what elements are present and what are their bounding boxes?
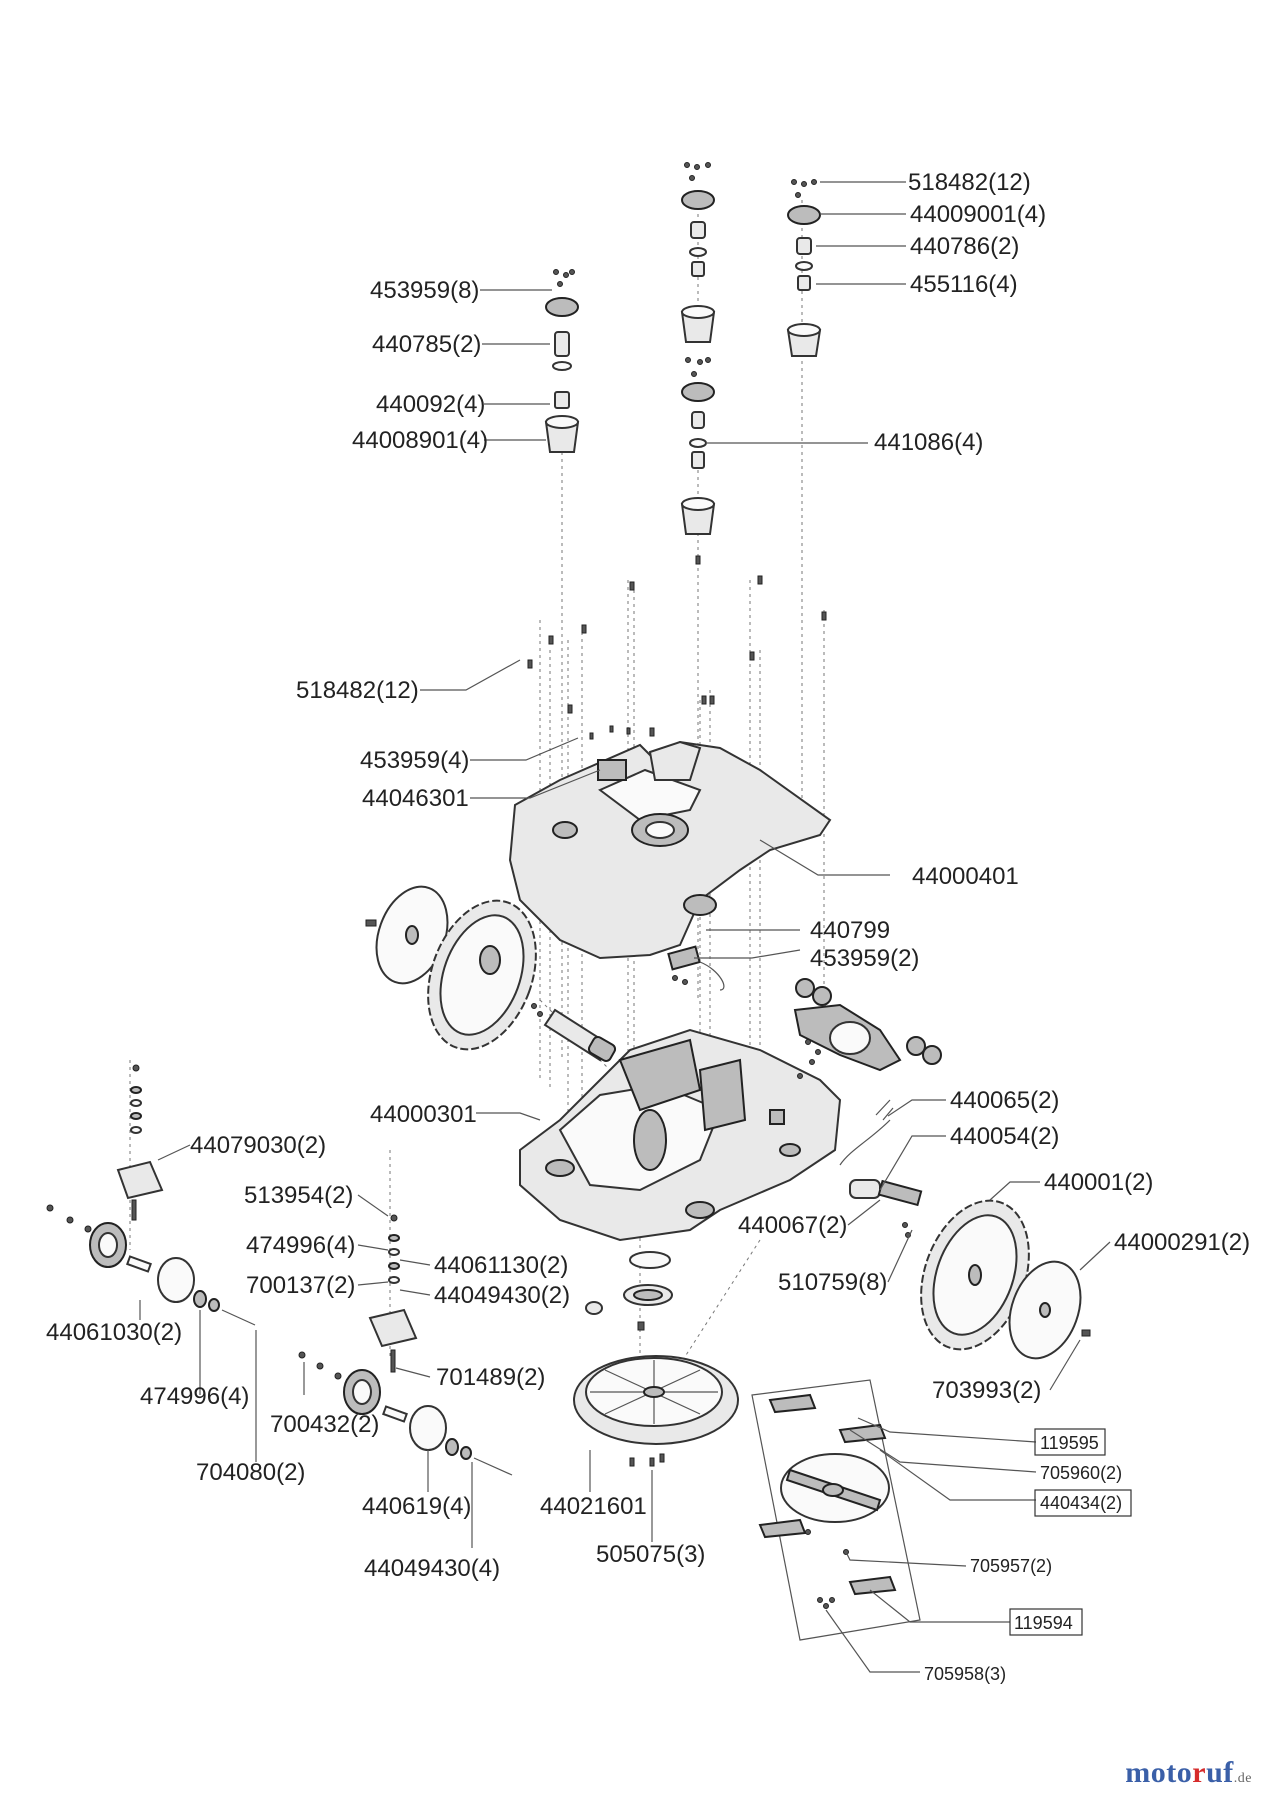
label-44049430-4: 44049430(4) <box>364 1555 500 1582</box>
boxed-part-frames <box>1009 1428 1132 1636</box>
label-44061030: 44061030(2) <box>46 1319 182 1346</box>
drive-motor-right <box>839 1099 923 1238</box>
label-440001: 440001(2) <box>1044 1169 1153 1196</box>
label-440067: 440067(2) <box>738 1212 847 1239</box>
cover-screws <box>527 555 827 740</box>
label-440434: 440434(2) <box>1040 1493 1122 1513</box>
label-44061130: 44061130(2) <box>434 1252 568 1279</box>
label-700432: 700432(2) <box>270 1411 379 1438</box>
label-705958: 705958(3) <box>924 1664 1006 1684</box>
front-caster-right <box>298 1214 513 1476</box>
leader-lines <box>139 181 1111 1673</box>
label-119594: 119594 <box>1014 1613 1073 1633</box>
drive-wheel-left <box>365 885 617 1062</box>
label-705960: 705960(2) <box>1040 1463 1122 1483</box>
label-119595: 119595 <box>1040 1433 1099 1453</box>
chassis <box>519 1028 842 1242</box>
label-44000291: 44000291(2) <box>1114 1229 1250 1256</box>
label-518482-mid: 518482(12) <box>296 677 419 704</box>
support-post-left <box>544 269 580 453</box>
motor-bracket <box>793 978 942 1079</box>
watermark-part3: uf <box>1206 1756 1234 1789</box>
label-440092: 440092(4) <box>376 391 485 418</box>
blade-set <box>751 1379 921 1641</box>
front-caster-left <box>46 1064 256 1326</box>
label-440065: 440065(2) <box>950 1087 1059 1114</box>
label-453959-8: 453959(8) <box>370 277 479 304</box>
label-440054: 440054(2) <box>950 1123 1059 1150</box>
label-44008901: 44008901(4) <box>352 427 488 454</box>
label-518482-top: 518482(12) <box>908 169 1031 196</box>
label-453959-4: 453959(4) <box>360 747 469 774</box>
label-513954: 513954(2) <box>244 1182 353 1209</box>
watermark-part2: r <box>1192 1756 1207 1789</box>
label-440799: 440799 <box>810 917 890 944</box>
label-510759: 510759(8) <box>778 1269 887 1296</box>
label-455116: 455116(4) <box>910 271 1018 298</box>
label-44009001: 44009001(4) <box>910 201 1046 228</box>
top-cover <box>508 740 832 960</box>
label-44000401: 44000401 <box>912 863 1019 890</box>
label-505075: 505075(3) <box>596 1541 705 1568</box>
label-700137: 700137(2) <box>246 1272 355 1299</box>
sensor-board <box>667 945 725 991</box>
label-705957: 705957(2) <box>970 1556 1052 1576</box>
support-post-middle <box>680 162 716 535</box>
label-474996-top: 474996(4) <box>246 1232 355 1259</box>
label-440786: 440786(2) <box>910 233 1019 260</box>
label-440785: 440785(2) <box>372 331 481 358</box>
label-704080: 704080(2) <box>196 1459 305 1486</box>
label-453959-2: 453959(2) <box>810 945 919 972</box>
label-44049430-2: 44049430(2) <box>434 1282 570 1309</box>
support-post-right <box>786 179 822 357</box>
label-44000301: 44000301 <box>370 1101 477 1128</box>
label-701489: 701489(2) <box>436 1364 545 1391</box>
bearing-rings <box>585 1251 673 1331</box>
part-labels: 518482(12) 44009001(4) 440786(2) 455116(… <box>46 169 1250 1684</box>
label-474996-bottom: 474996(4) <box>140 1383 249 1410</box>
watermark-logo: motoruf.de <box>1125 1756 1252 1790</box>
watermark-part1: moto <box>1125 1756 1193 1789</box>
drive-wheel-right <box>920 1199 1091 1360</box>
label-703993: 703993(2) <box>932 1377 1041 1404</box>
watermark-suffix: .de <box>1233 1771 1252 1786</box>
blade-disc-housing <box>573 1355 739 1467</box>
label-441086: 441086(4) <box>874 429 983 456</box>
label-440619: 440619(4) <box>362 1493 471 1520</box>
label-44021601: 44021601 <box>540 1493 647 1520</box>
label-44079030: 44079030(2) <box>190 1132 326 1159</box>
label-44046301: 44046301 <box>362 785 469 812</box>
